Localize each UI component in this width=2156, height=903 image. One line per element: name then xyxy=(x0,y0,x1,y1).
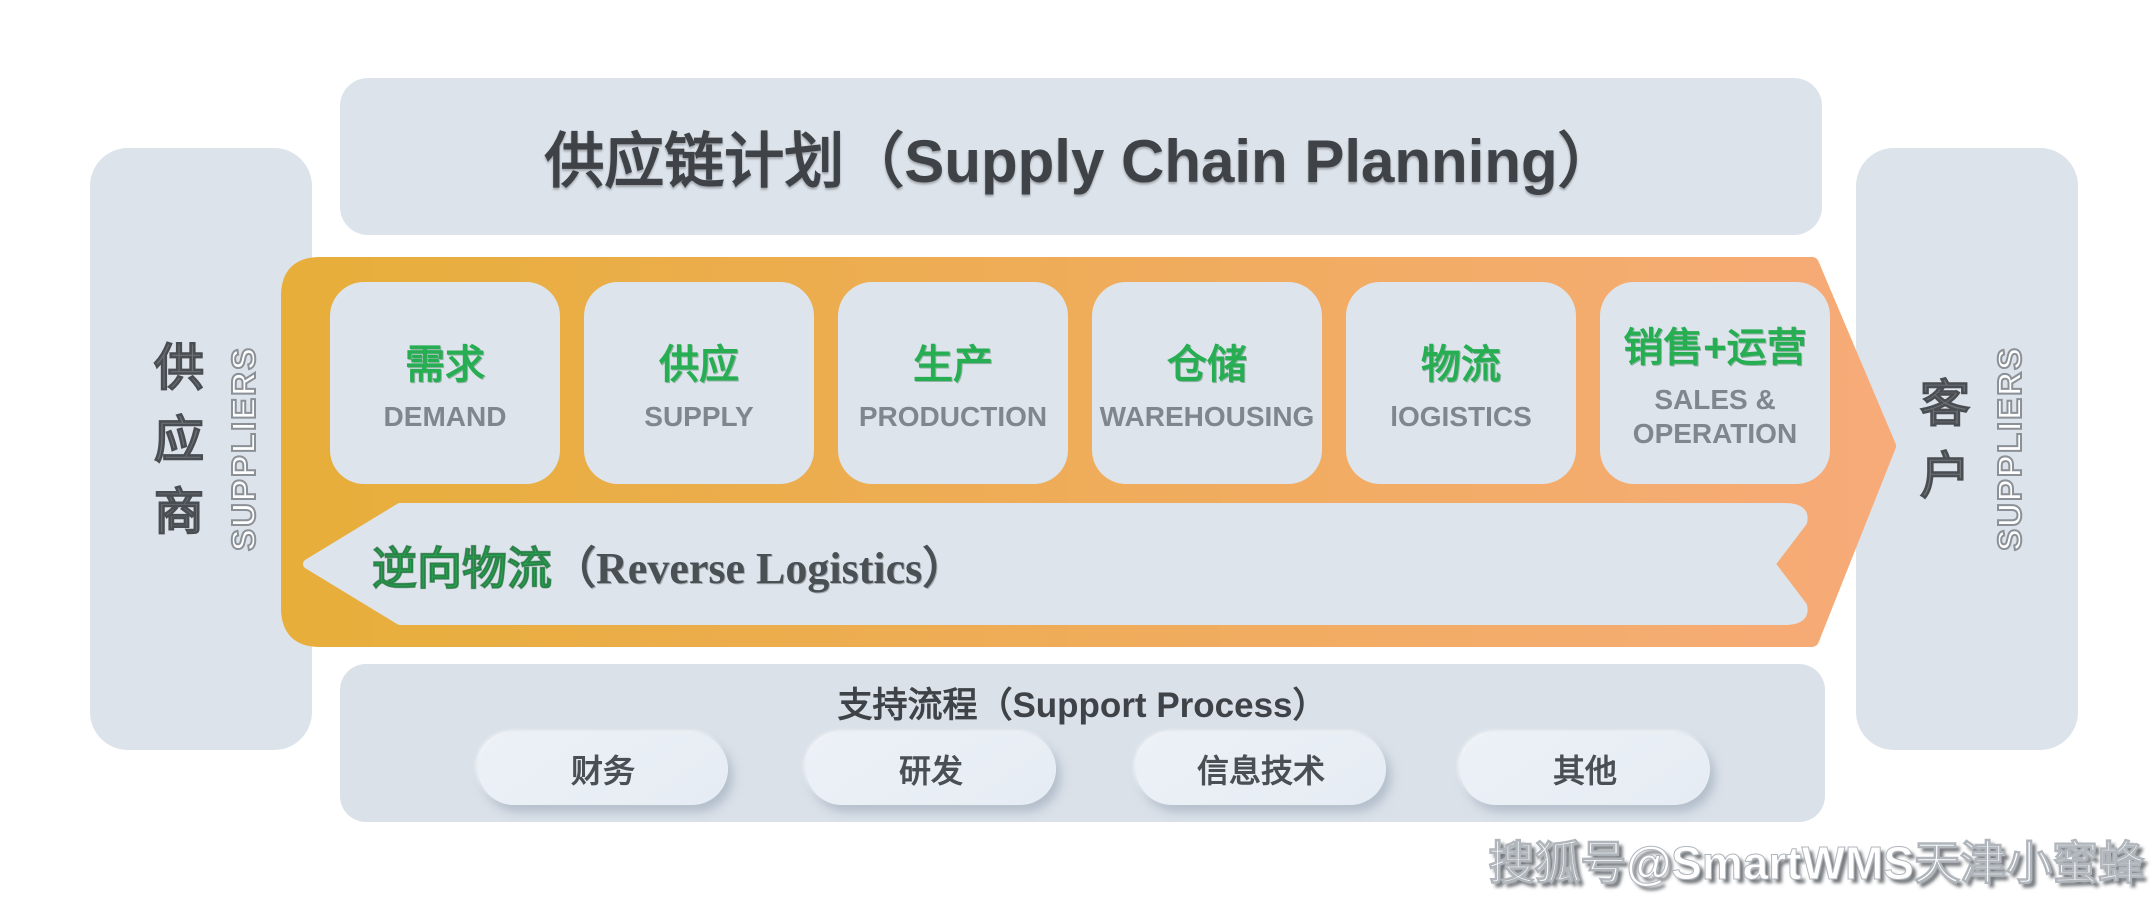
process-box-cn: 供应 xyxy=(659,343,739,388)
process-box-cn: 销售+运营 xyxy=(1623,326,1807,371)
process-box-cn: 仓储 xyxy=(1167,343,1247,388)
process-box-en: SALES & OPERATION xyxy=(1632,384,1798,449)
support-pill-it: 信息技术 xyxy=(1136,733,1386,805)
customers-label-en: SUPPLIERS xyxy=(1990,345,2029,552)
reverse-logistics-cn: 逆向物流 xyxy=(371,542,553,594)
support-pill-other: 其他 xyxy=(1460,733,1710,805)
support-pill-finance: 财务 xyxy=(478,733,728,805)
process-box-sales-operation: 销售+运营 SALES & OPERATION xyxy=(1600,282,1830,484)
suppliers-label-cn: 供应商 xyxy=(147,341,204,558)
process-box-supply: 供应 SUPPLY xyxy=(584,282,814,484)
process-box-en: WAREHOUSING xyxy=(1099,401,1315,433)
diagram-title: 供应链计划（Supply Chain Planning） xyxy=(544,128,1618,195)
process-box-en: PRODUCTION xyxy=(858,401,1048,433)
reverse-arrow-shape xyxy=(303,503,1808,625)
watermark: 搜狐号@SmartWMS天津小蜜蜂 xyxy=(1488,837,2145,890)
process-box-cn: 需求 xyxy=(405,343,485,388)
reverse-logistics-en: （Reverse Logistics） xyxy=(552,544,967,593)
suppliers-block: 供应商 SUPPLIERS xyxy=(90,148,312,750)
process-box-cn: 生产 xyxy=(913,343,993,388)
support-process-panel: 支持流程（Support Process） 财务 研发 信息技术 其他 xyxy=(340,664,1825,822)
process-box-demand: 需求 DEMAND xyxy=(330,282,560,484)
process-box-warehousing: 仓储 WAREHOUSING xyxy=(1092,282,1322,484)
reverse-logistics-label: 逆向物流 （Reverse Logistics） xyxy=(371,534,967,594)
process-box-production: 生产 PRODUCTION xyxy=(838,282,1068,484)
suppliers-label-en: SUPPLIERS xyxy=(224,345,263,552)
process-box-cn: 物流 xyxy=(1421,343,1501,388)
process-box-logistics: 物流 lOGISTICS xyxy=(1346,282,1576,484)
support-pill-rnd: 研发 xyxy=(806,733,1056,805)
process-box-en: SUPPLY xyxy=(644,401,754,433)
support-process-title: 支持流程（Support Process） xyxy=(837,686,1328,725)
customers-label-cn: 客户 xyxy=(1913,377,1970,522)
process-box-en: lOGISTICS xyxy=(1390,401,1532,433)
title-banner: 供应链计划（Supply Chain Planning） xyxy=(340,78,1822,235)
process-box-en: DEMAND xyxy=(383,401,507,433)
